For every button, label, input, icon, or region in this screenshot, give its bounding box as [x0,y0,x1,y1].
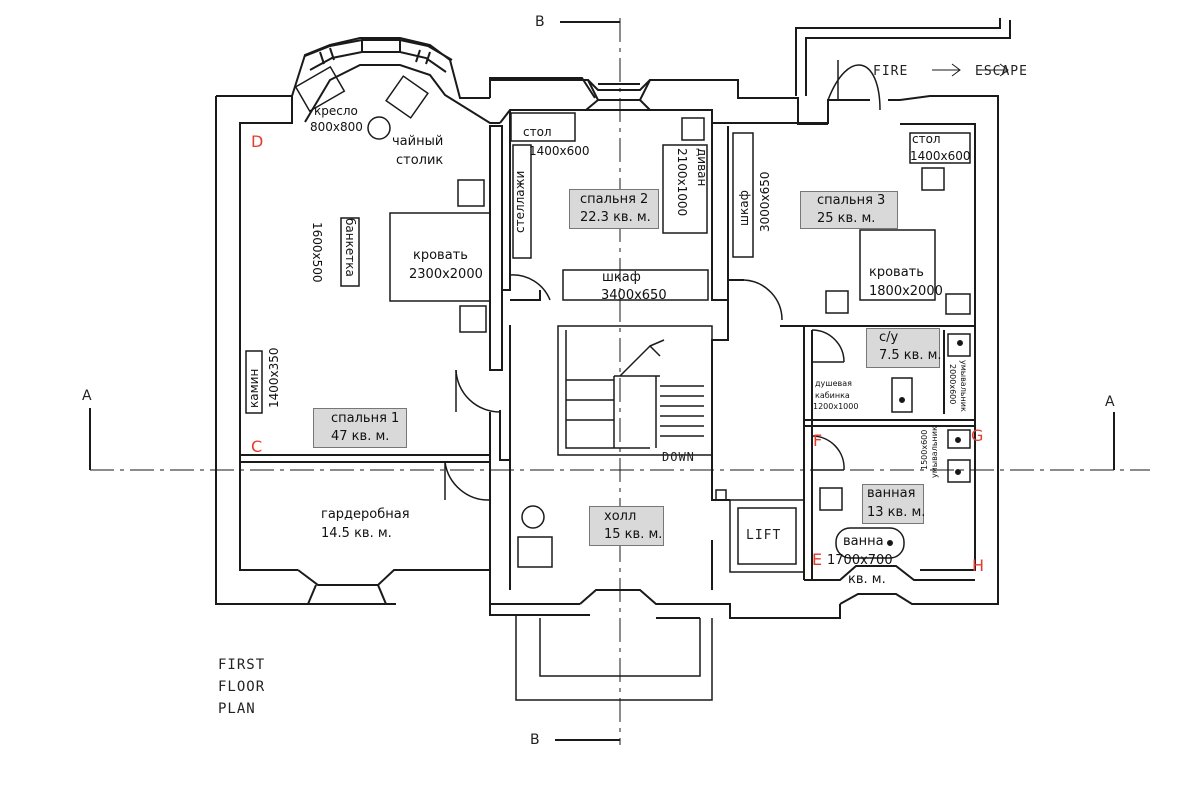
sofa-size: 2100x1000 [675,148,689,217]
room-area: 13 кв. м. [867,505,926,520]
bench-size: 1600x500 [310,222,324,283]
sink-wc-size: 2000x600 [948,364,957,405]
lift-shaft [729,499,805,573]
staircase [557,325,713,456]
section-a-right: A [1105,394,1115,410]
fire-escape-stair [795,18,1011,111]
room-area: 25 кв. м. [817,211,876,226]
room-name: холл [604,509,637,524]
wardrobe3-size: 3000x650 [758,171,772,232]
sink-bath-size: 1500x600 [920,429,929,470]
sink-bath-name: умывальник [930,426,939,478]
room-label-hall: холл 15 кв. м. [589,506,664,546]
plan-title-line-3: PLAN [218,701,256,717]
wardrobe2-size: 3400x650 [601,288,667,303]
section-lines [89,18,1150,745]
bed3-size: 1800x2000 [869,284,943,299]
corner-letter-e: E [812,550,823,569]
bed1-size: 2300x2000 [409,267,483,282]
desk2-size: 1400x600 [529,144,590,158]
room-area: 15 кв. м. [604,527,663,542]
section-a-left: A [82,388,92,404]
stairs-down-label: DOWN [662,450,695,464]
room-name: с/у [879,330,899,345]
wardrobe2-name: шкаф [602,270,641,285]
corner-letter-f: F [813,431,823,450]
tea-table-line-2: столик [396,153,444,168]
room-label-bathroom: ванная 13 кв. м. [862,484,926,524]
escape-label: ESCAPE [975,64,1028,79]
bathtub-size: 1700x700 [827,553,893,568]
corner-letter-h: H [972,556,985,575]
furniture-outlines [245,65,971,568]
bed1-name: кровать [413,248,468,263]
room-name: спальня 1 [331,411,400,426]
room-name: спальня 3 [817,193,886,208]
room-name: ванная [867,486,916,501]
room-area: 47 кв. м. [331,429,390,444]
section-b-bottom: B [530,732,540,748]
shower-line-1: душевая [815,379,852,388]
fire-label: FIRE [873,64,909,79]
plan-title-line-1: FIRST [218,657,266,673]
room-label-bedroom-2: спальня 2 22.3 кв. м. [569,189,659,229]
room-area-wardrobe: 14.5 кв. м. [321,526,392,541]
bay-window-left [304,39,453,73]
sofa-name: диван [695,148,709,187]
room-label-wc: с/у 7.5 кв. м. [866,328,942,368]
corner-letter-c: C [251,437,263,456]
bathtub-suffix: кв. м. [848,572,886,587]
fireplace-name: камин [247,368,261,408]
wardrobe3-name: шкаф [737,190,751,226]
room-area: 7.5 кв. м. [879,348,942,363]
room-label-bedroom-1: спальня 1 47 кв. м. [313,408,407,448]
shower-size: 1200x1000 [813,402,859,411]
section-b-top: B [535,14,545,30]
shelves-label: стеллажи [513,170,527,233]
bathtub-name: ванна [843,534,884,549]
armchair-name: кресло [314,104,358,118]
tea-table-line-1: чайный [392,134,444,149]
desk2-name: стол [523,125,552,139]
room-name-wardrobe: гардеробная [321,507,410,522]
exterior-walls [215,37,999,619]
entrance-porch [515,615,713,701]
doors [444,274,845,501]
lift-label: LIFT [746,528,782,543]
bed3-name: кровать [869,265,924,280]
plan-title-line-2: FLOOR [218,679,266,695]
room-label-bedroom-3: спальня 3 25 кв. м. [800,191,898,229]
desk3-name: стол [912,132,941,146]
sink-wc-name: умывальник [959,360,968,412]
fireplace-size: 1400x350 [267,347,281,408]
corner-letter-g: G [971,426,984,445]
desk3-size: 1400x600 [910,149,971,163]
room-name: спальня 2 [580,192,649,207]
corner-letter-d: D [251,132,264,151]
bench-name: банкетка [343,218,357,277]
shower-line-2: кабинка [815,391,850,400]
armchair-size: 800x800 [310,120,363,134]
room-area: 22.3 кв. м. [580,210,651,225]
